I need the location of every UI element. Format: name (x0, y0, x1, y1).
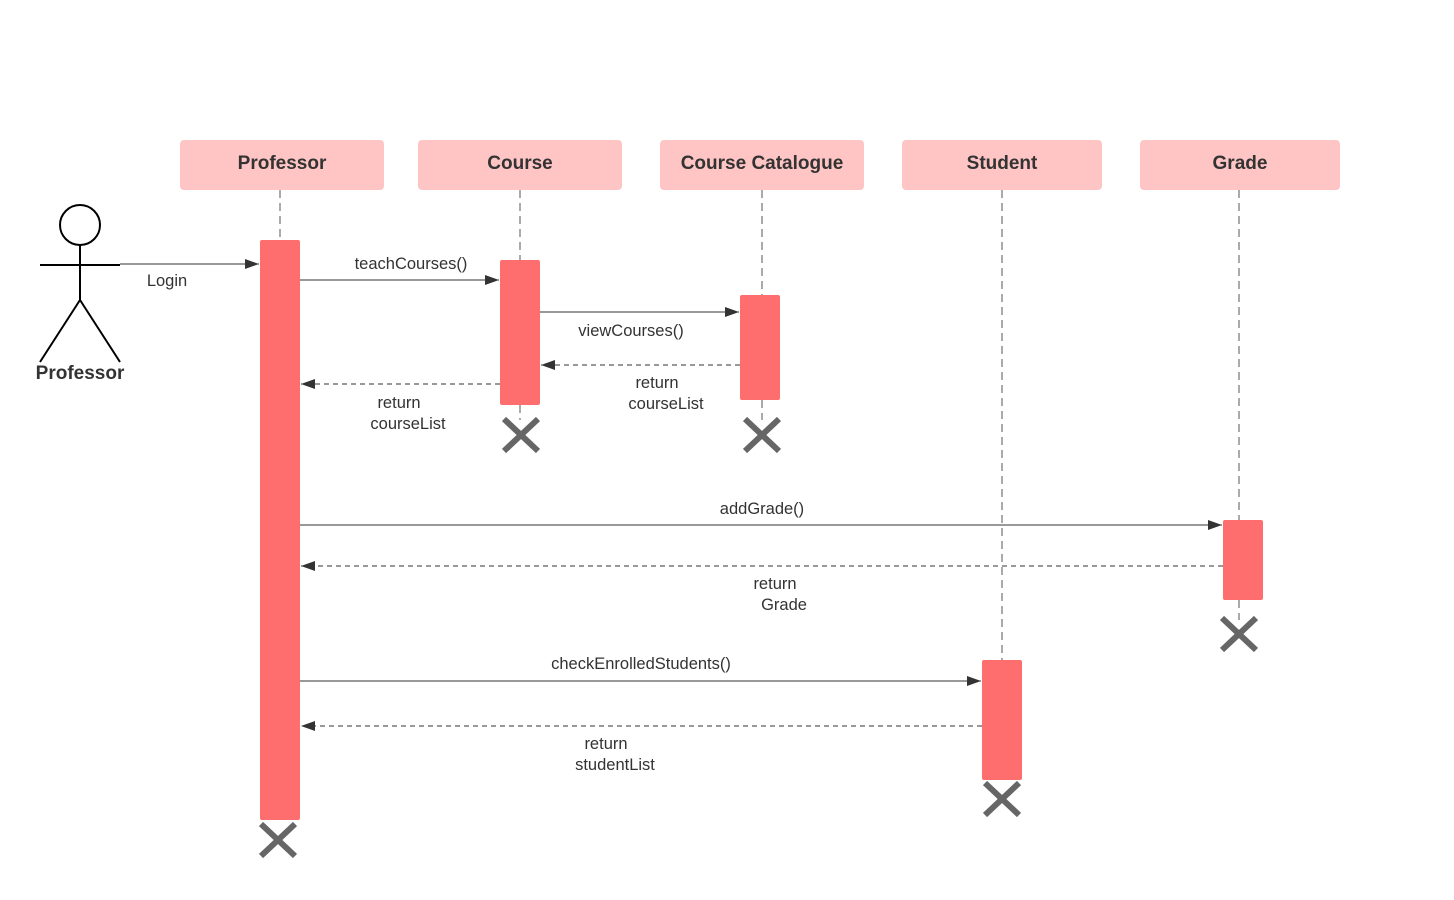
actor-professor: Professor (36, 204, 125, 384)
message-teach-courses: teachCourses() (300, 255, 499, 285)
message-login: Login (120, 259, 259, 290)
destroy-mark-course-catalogue (742, 416, 782, 454)
message-label: viewCourses() (578, 322, 683, 340)
message-label: return (377, 394, 420, 412)
participant-label: Grade (1213, 153, 1268, 174)
participant-label: Course Catalogue (681, 153, 844, 174)
message-label: teachCourses() (355, 255, 468, 273)
message-label: Grade (761, 596, 807, 614)
participant-box (418, 140, 622, 190)
destroy-mark-student (982, 780, 1022, 818)
message-label: checkEnrolledStudents() (551, 655, 731, 673)
activation-bar-professor (260, 240, 300, 820)
destroy-mark-grade (1219, 615, 1259, 653)
message-return-course-courselist: return courseList (301, 379, 500, 433)
participant-student: Student (902, 140, 1102, 190)
participant-grade: Grade (1140, 140, 1340, 190)
message-return-catalogue-courselist: return courseList (541, 360, 740, 413)
message-label: return (584, 735, 627, 753)
message-label: Login (147, 272, 187, 290)
activation-bar-course (500, 260, 540, 405)
message-label: return (753, 575, 796, 593)
destroy-mark-course (501, 416, 541, 454)
message-add-grade: addGrade() (300, 500, 1222, 530)
participant-course-catalogue: Course Catalogue (660, 140, 864, 190)
participant-box (1140, 140, 1340, 190)
message-view-courses: viewCourses() (540, 307, 739, 340)
participant-box (660, 140, 864, 190)
actor-label: Professor (36, 363, 125, 384)
participant-box (180, 140, 384, 190)
activation-bar-course-catalogue (740, 295, 780, 400)
message-return-studentlist: return studentList (301, 721, 982, 774)
destroy-mark-professor (258, 821, 298, 859)
message-label: courseList (370, 415, 446, 433)
participant-label: Student (967, 153, 1038, 174)
message-label: courseList (628, 395, 704, 413)
message-return-grade: return Grade (301, 561, 1223, 614)
participant-course: Course (418, 140, 622, 190)
participant-professor: Professor (180, 140, 384, 190)
participant-label: Professor (238, 153, 327, 174)
participant-label: Course (487, 153, 552, 174)
message-label: return (635, 374, 678, 392)
message-check-enrolled-students: checkEnrolledStudents() (300, 655, 981, 686)
activation-bar-student (982, 660, 1022, 780)
message-label: studentList (575, 756, 655, 774)
message-label: addGrade() (720, 500, 804, 518)
participant-box (902, 140, 1102, 190)
activation-bar-grade (1223, 520, 1263, 600)
